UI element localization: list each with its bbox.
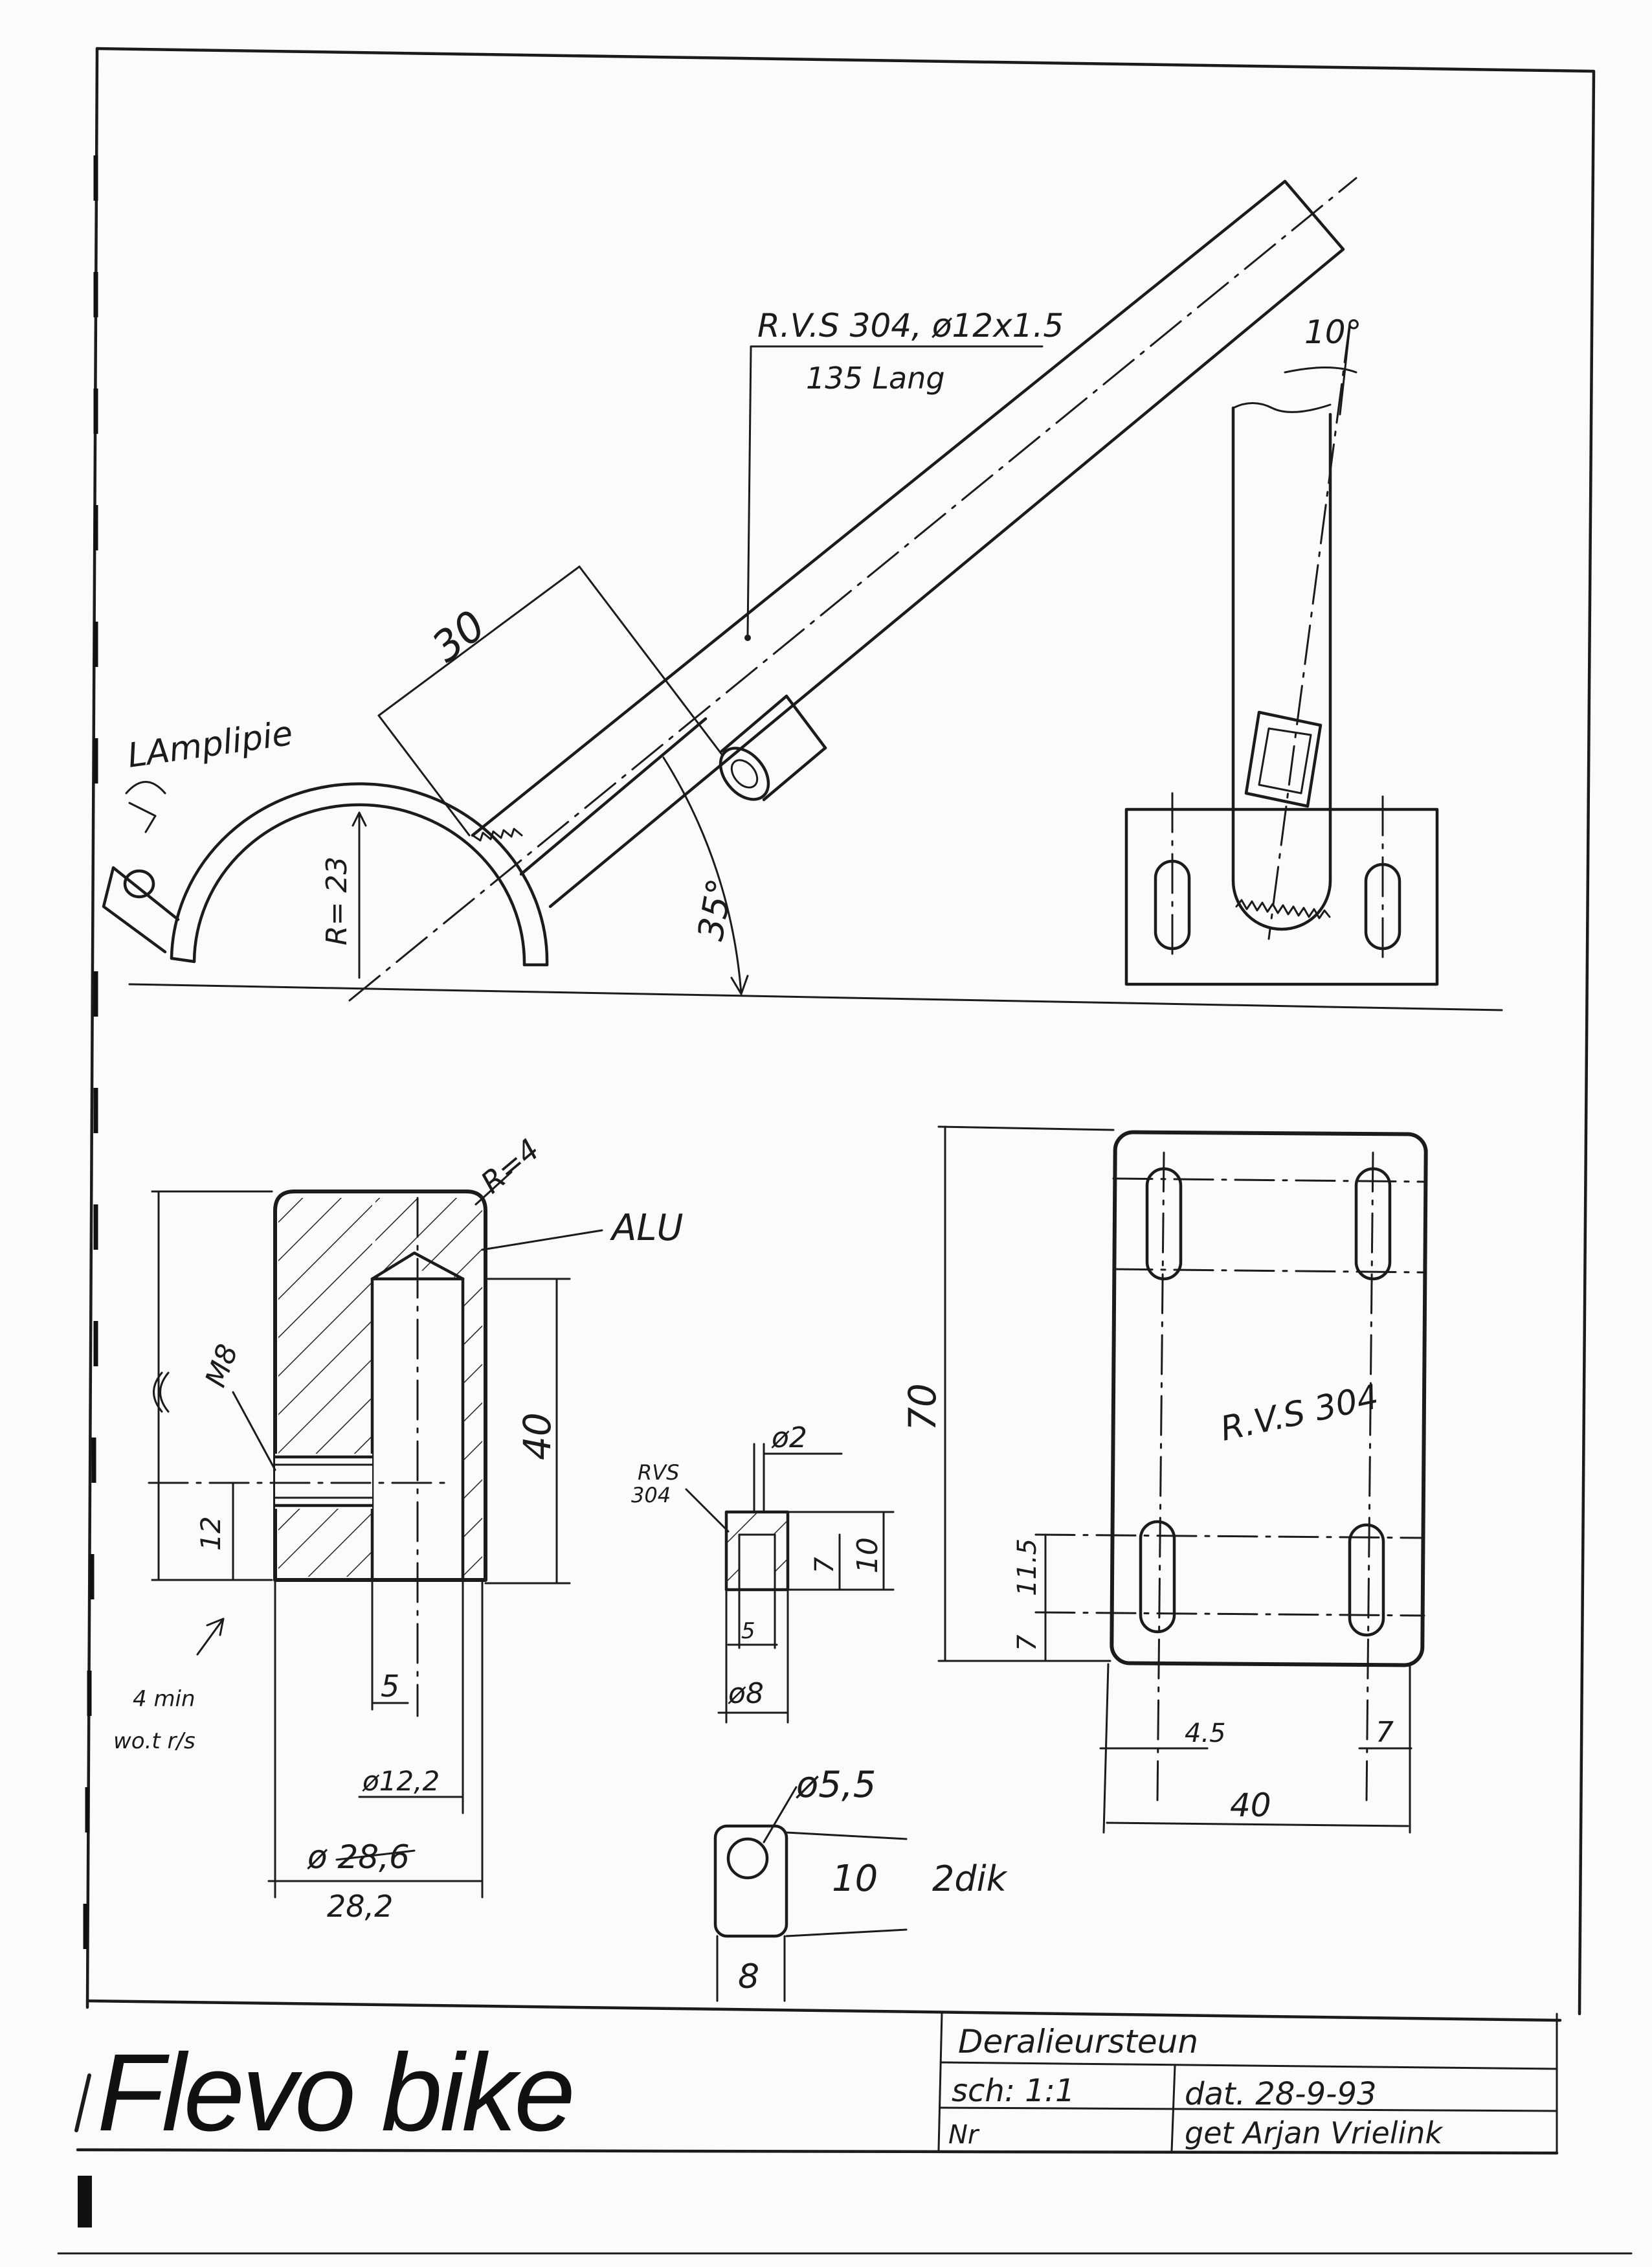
date-field: dat. 28-9-93	[1185, 2076, 1377, 2112]
top-view	[102, 177, 1503, 1011]
binder-marks	[78, 155, 98, 2228]
dia-inner-label: ø12,2	[362, 1765, 440, 1797]
bush-material-2: 304	[631, 1483, 671, 1507]
side-view	[1124, 322, 1439, 986]
part-name: Deralieursteun	[958, 2023, 1198, 2060]
weld-note-1: 4 min	[133, 1686, 195, 1712]
lug-note-label: 2dik	[932, 1858, 1009, 1899]
section-view	[148, 1171, 603, 1899]
title-block	[74, 1999, 1562, 2155]
angle-10-label: 10°	[1304, 313, 1362, 351]
bush-dia-2-label: ø2	[771, 1421, 807, 1454]
length-30-label: 30	[423, 602, 495, 671]
dim-12-label: 12	[195, 1517, 227, 1551]
plate-height-70-label: 70	[900, 1383, 944, 1431]
plate-dim-7-right-label: 7	[1376, 1716, 1394, 1749]
material-alu-label: ALU	[610, 1207, 684, 1249]
radius-23-label: R= 23	[320, 857, 353, 945]
lug-thickness-label: 10	[832, 1858, 878, 1900]
flevo-bike-logo: Flevo bike	[97, 2031, 573, 2154]
plate-width-40-label: 40	[1230, 1787, 1271, 1824]
lug-view	[713, 1786, 908, 2002]
drawn-by-field: get Arjan Vrielink	[1185, 2115, 1444, 2150]
scale-field: sch: 1:1	[952, 2073, 1075, 2109]
bush-view	[685, 1443, 895, 1724]
bush-dia-8-label: ø8	[728, 1677, 764, 1710]
plate-dim-7-left-label: 7	[1012, 1634, 1042, 1651]
bush-dim-7-label: 7	[810, 1557, 840, 1573]
plate-view	[937, 1125, 1428, 1834]
plate-material-label: R.V.S 304	[1217, 1378, 1382, 1449]
radius-4-label: R=4	[474, 1132, 546, 1201]
tube-spec-line1: R.V.S 304, ø12x1.5	[757, 307, 1064, 344]
dia-outer-corrected-label: 28,2	[327, 1889, 393, 1924]
plate-dim-11-5-label: 11.5	[1012, 1539, 1042, 1596]
number-label: Nr	[948, 2120, 980, 2150]
dim-5-label: 5	[381, 1669, 399, 1704]
lamp-lug-note: LAmplipie	[125, 714, 295, 776]
plate-dim-4-5-label: 4.5	[1185, 1719, 1226, 1748]
lug-dia-label: ø5,5	[796, 1764, 876, 1806]
thread-m8-label: M8	[199, 1340, 244, 1391]
weld-note-2: wo.t r/s	[113, 1728, 195, 1754]
drawing-frame	[57, 47, 1633, 2255]
bush-material-1: RVS	[638, 1460, 679, 1485]
lug-width-label: 8	[738, 1957, 759, 1996]
tube-spec-line2: 135 Lang	[806, 361, 945, 396]
bush-dim-5-label: 5	[741, 1618, 755, 1644]
height-40-label: 40	[515, 1412, 559, 1460]
bush-dim-10-label: 10	[851, 1537, 884, 1573]
